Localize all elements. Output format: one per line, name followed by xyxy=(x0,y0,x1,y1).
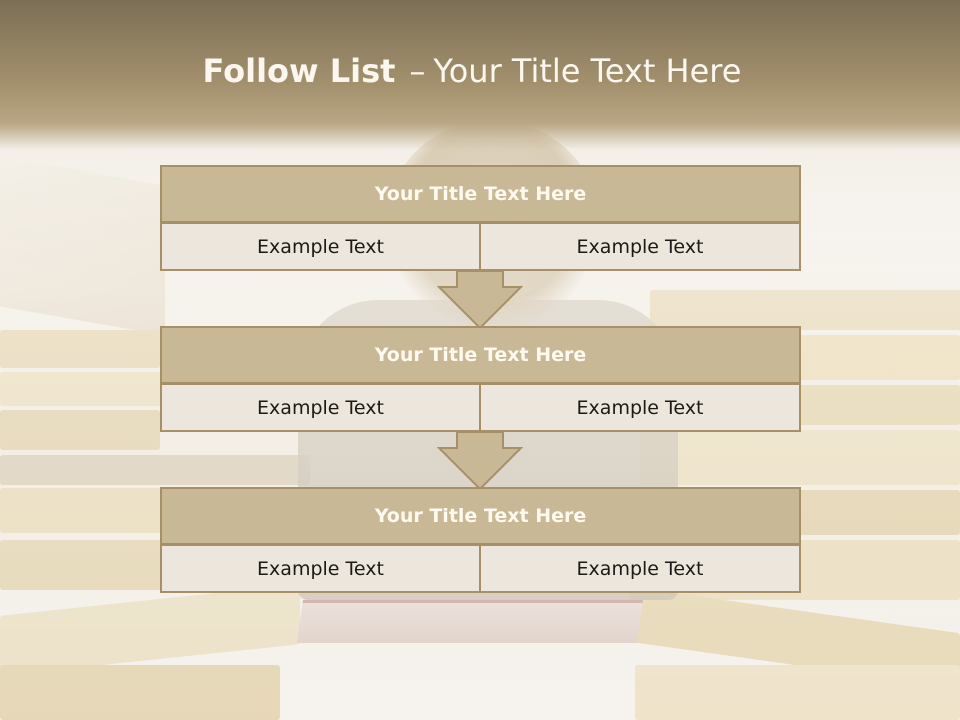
step-left-text: Example Text xyxy=(160,383,481,432)
follow-step-3: Your Title Text Here Example Text Exampl… xyxy=(160,487,801,593)
slide-title-rest: Your Title Text Here xyxy=(433,52,742,90)
step-title: Your Title Text Here xyxy=(160,165,801,223)
book-right-4 xyxy=(640,430,960,485)
slide-title-dash: – xyxy=(409,52,426,90)
book-right-8 xyxy=(635,665,960,720)
step-left-text: Example Text xyxy=(160,544,481,593)
step-right-text: Example Text xyxy=(479,544,801,593)
step-right-text: Example Text xyxy=(479,222,801,271)
slide-title-bold: Follow List xyxy=(202,52,396,90)
book-left-4 xyxy=(0,455,310,485)
book-left-8 xyxy=(0,665,280,720)
follow-step-2: Your Title Text Here Example Text Exampl… xyxy=(160,326,801,432)
book-left-1 xyxy=(0,330,160,368)
book-right-1 xyxy=(650,290,960,330)
down-arrow-icon xyxy=(437,270,523,330)
down-arrow-icon xyxy=(437,431,523,491)
slide-title: Follow List–Your Title Text Here xyxy=(0,52,944,90)
book-left-3 xyxy=(0,410,160,450)
step-left-text: Example Text xyxy=(160,222,481,271)
step-title: Your Title Text Here xyxy=(160,326,801,384)
title-band xyxy=(0,0,960,150)
step-title: Your Title Text Here xyxy=(160,487,801,545)
follow-step-1: Your Title Text Here Example Text Exampl… xyxy=(160,165,801,271)
step-right-text: Example Text xyxy=(479,383,801,432)
book-left-2 xyxy=(0,372,170,406)
